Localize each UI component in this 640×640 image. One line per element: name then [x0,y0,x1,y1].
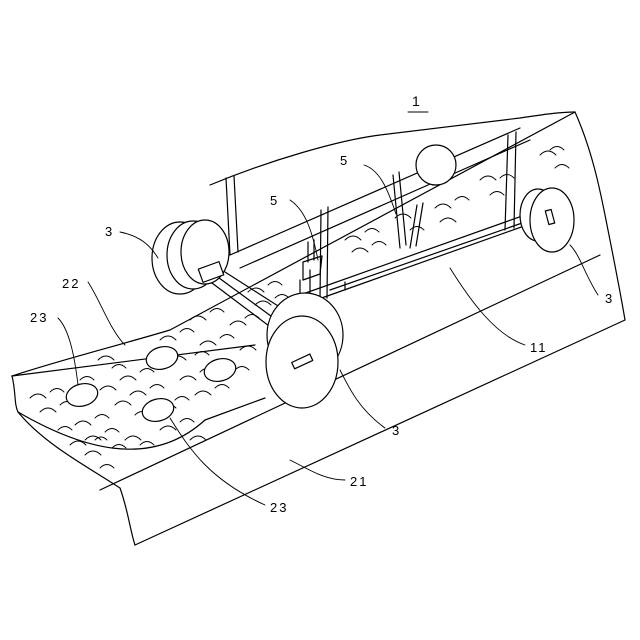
label-region-22: 22 [62,276,80,291]
wheel-rear-right [520,188,574,252]
label-frame-11: 11 [530,340,548,355]
vehicle-body [210,112,575,338]
stone-bottom [140,395,177,425]
stones [64,343,239,425]
wheel-front-left [152,220,229,294]
figure-number: 1 [412,93,420,109]
wheel-front-mid [266,293,343,408]
top-sphere [416,145,456,185]
stone-left [64,380,101,410]
stone-mid [144,343,181,373]
label-wheel-front-left: 3 [105,224,114,239]
label-surface-21: 21 [350,474,368,489]
label-region-23-left: 23 [30,310,48,325]
label-region-23-bottom: 23 [270,500,288,515]
label-wheel-rear-right: 3 [605,291,614,306]
label-spring-left: 5 [340,153,349,168]
label-spring-mid: 5 [270,193,279,208]
label-wheel-front-mid: 3 [392,423,401,438]
stone-right [202,355,239,385]
